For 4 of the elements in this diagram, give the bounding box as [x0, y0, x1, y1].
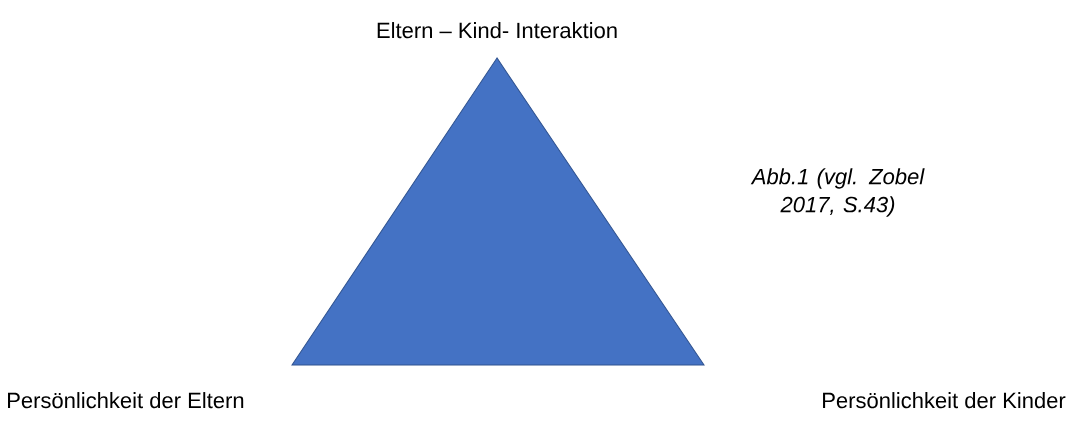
vertex-label: Persönlichkeit der Kinder — [823, 392, 1066, 409]
caption: Abb.1 (vgl. Zobel 2017, S.43) — [750, 168, 925, 217]
vertex-label: Persönlichkeit der Eltern — [8, 392, 244, 409]
triangle — [291, 57, 705, 366]
